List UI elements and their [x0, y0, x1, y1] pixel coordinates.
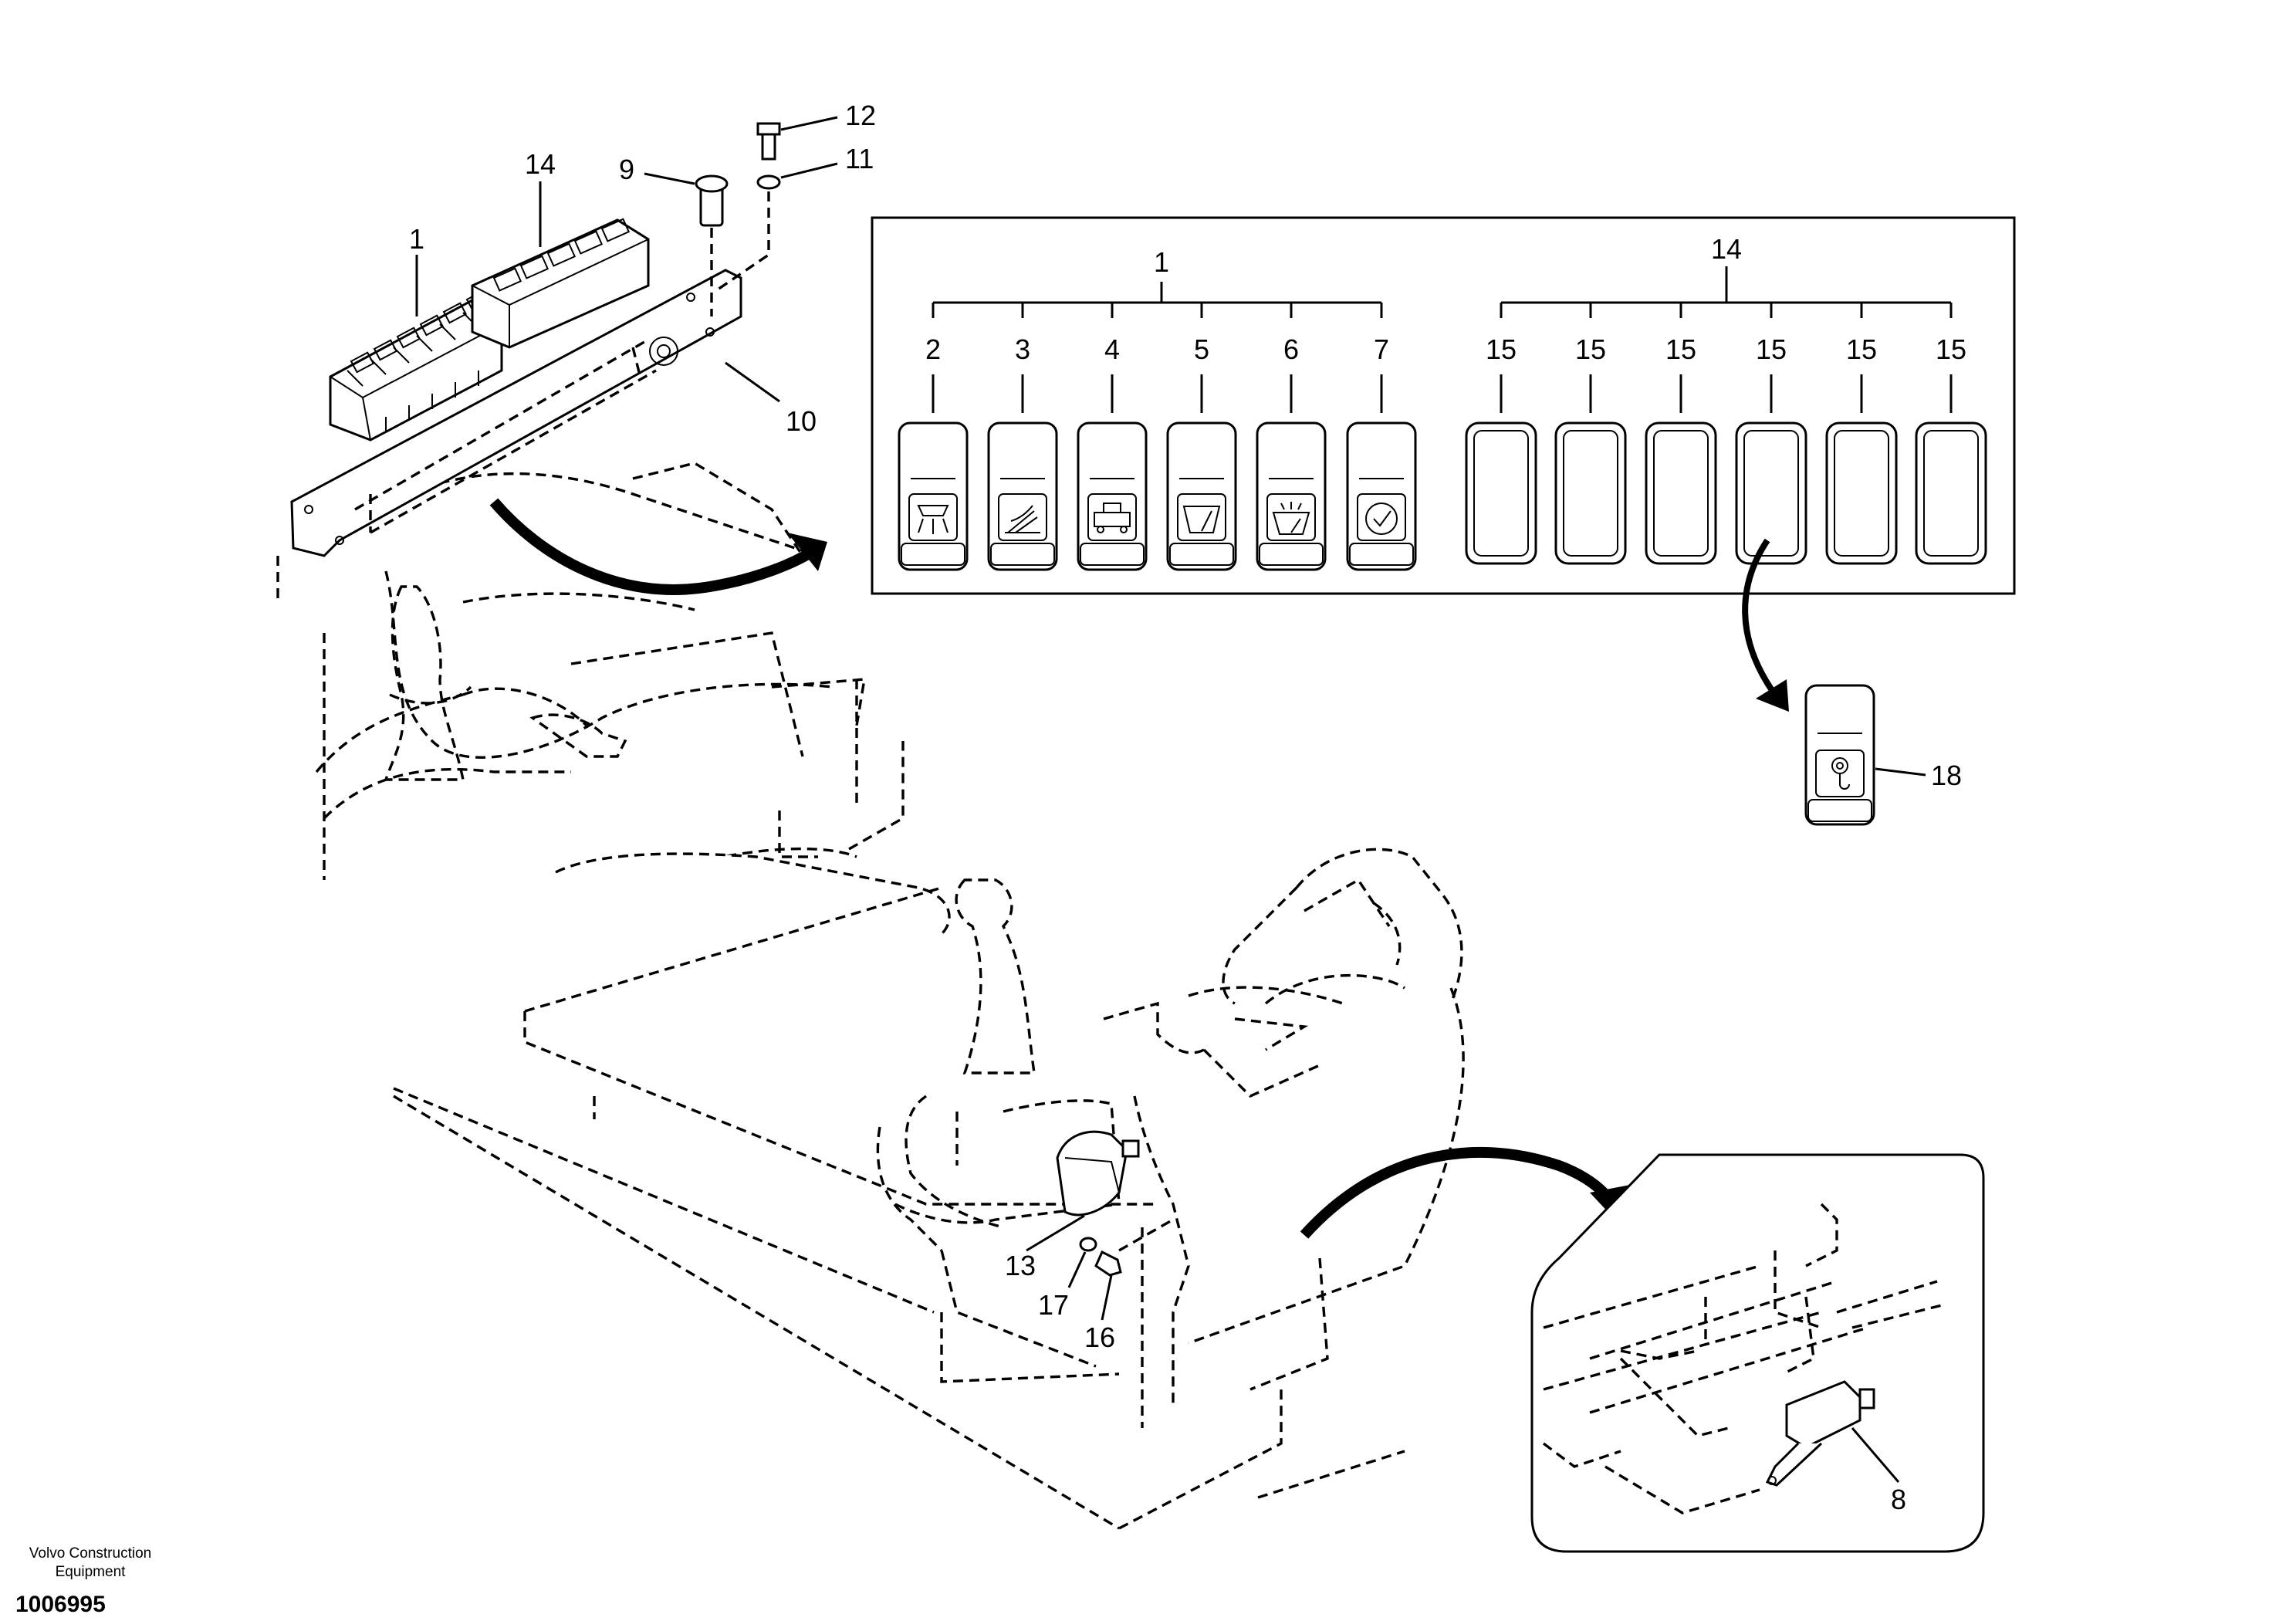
work-light-icon: [917, 505, 949, 534]
callout-15-c: 15: [1665, 333, 1696, 365]
switch-2: [898, 421, 969, 571]
switch-18: [1804, 684, 1875, 826]
switch-7: [1346, 421, 1417, 571]
callout-13: 13: [1005, 1250, 1036, 1281]
callout-9: 9: [619, 154, 634, 185]
pedal-switch-8: [1765, 1380, 1875, 1487]
callout-8: 8: [1891, 1484, 1906, 1515]
sensor-13: [1056, 1130, 1140, 1217]
explode-arrow-detail: [1300, 1146, 1618, 1239]
switch-4: [1077, 421, 1148, 571]
callout-16: 16: [1084, 1322, 1115, 1353]
switch-3: [987, 421, 1058, 571]
callout-15-b: 15: [1575, 333, 1606, 365]
document-number: 1006995: [15, 1592, 106, 1617]
callout-15-a: 15: [1486, 333, 1517, 365]
callout-6: 6: [1283, 333, 1299, 365]
blank-switch-4: [1735, 421, 1807, 565]
wiper-icon: [1182, 506, 1221, 533]
quick-coupler-icon: [1831, 757, 1850, 790]
screw-16: [1094, 1250, 1122, 1277]
brand-line-2: Equipment: [56, 1564, 127, 1580]
callout-14-detail: 14: [1711, 233, 1742, 265]
callout-4: 4: [1104, 333, 1120, 365]
check-icon: [1365, 503, 1398, 535]
blank-switch-5: [1825, 421, 1898, 565]
callout-11: 11: [845, 143, 874, 174]
callout-15-f: 15: [1936, 333, 1966, 365]
callout-3: 3: [1015, 333, 1030, 365]
rotating-beacon-icon: [1094, 503, 1131, 533]
callout-1-detail: 1: [1154, 246, 1169, 278]
callout-15-d: 15: [1756, 333, 1787, 365]
callout-2: 2: [925, 333, 941, 365]
switch-detail-box: [871, 216, 2016, 595]
switch-5: [1166, 421, 1237, 571]
cab-console-outline: [276, 462, 1465, 1530]
callout-15-e: 15: [1846, 333, 1877, 365]
switch-panel-assembly: [290, 122, 781, 557]
washer-icon: [1272, 502, 1310, 535]
callout-labels: 1 14 9 12 11 10 1 14 2 3 4 5 6 7 15 15 1…: [409, 100, 1966, 1515]
callout-5: 5: [1194, 333, 1209, 365]
callout-10: 10: [786, 405, 817, 437]
callout-14-top: 14: [525, 148, 556, 180]
blank-switch-1: [1465, 421, 1537, 565]
brand-line-1: Volvo Construction: [29, 1545, 151, 1562]
pedal-switch-detail-box: [1530, 1153, 1985, 1553]
callout-18: 18: [1931, 760, 1962, 791]
switch-6: [1256, 421, 1327, 571]
callout-7: 7: [1374, 333, 1389, 365]
explode-arrow-switch: [1742, 538, 1778, 697]
explode-arrow-panel: [489, 498, 821, 595]
washer-17: [1079, 1237, 1097, 1252]
blank-switch-6: [1915, 421, 1987, 565]
blank-switch-2: [1554, 421, 1627, 565]
callout-17: 17: [1038, 1289, 1069, 1321]
cab-light-icon: [1005, 505, 1040, 533]
callout-1-top: 1: [409, 223, 424, 255]
blank-switch-3: [1645, 421, 1717, 565]
callout-12: 12: [845, 100, 876, 131]
